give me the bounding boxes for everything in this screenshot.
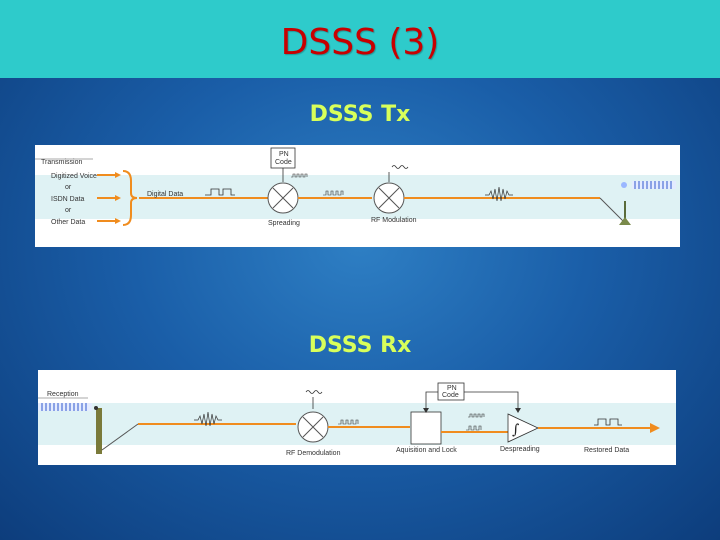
tx-rf-x [378, 187, 400, 209]
tx-radiated-signal [632, 181, 676, 189]
rx-despreading-label: Despreading [500, 446, 540, 453]
rx-spread-waveform [338, 419, 359, 425]
tx-antenna-mast [624, 201, 626, 225]
rx-antenna-feed [101, 423, 139, 451]
tx-spread-waveform [323, 190, 344, 196]
tx-data-waveform [205, 188, 235, 196]
rx-restored-data-label: Restored Data [584, 447, 629, 454]
title-bar [0, 0, 720, 78]
rx-antenna-tip [94, 406, 98, 410]
rx-lock-waveform [466, 425, 482, 431]
rx-acquisition-label: Aquisition and Lock [396, 447, 457, 454]
rx-rf-waveform [194, 411, 222, 427]
tx-input-brace [122, 170, 138, 226]
rx-heading: DSSS Rx [308, 333, 412, 358]
tx-input-or-2: or [65, 207, 72, 214]
tx-spreading-label: Spreading [268, 220, 300, 227]
tx-carrier-wave [391, 165, 409, 169]
rx-output-arrow [650, 423, 660, 433]
tx-antenna-emitter [621, 182, 627, 188]
rx-rf-x [302, 416, 324, 438]
rx-antenna-mast [96, 408, 102, 454]
rx-rf-demodulation-label: RF Demodulation [286, 450, 341, 457]
rx-pn-waveform [468, 413, 485, 418]
tx-pn-waveform [291, 173, 308, 178]
tx-rf-waveform [485, 186, 513, 202]
tx-heading: DSSS Tx [309, 102, 411, 127]
rx-band [38, 403, 676, 445]
rx-integral-symbol: ∫ [512, 422, 519, 438]
rx-pn-despreader-arrow [515, 408, 521, 413]
tx-diagram-svg: Transmission Digitized Voice or ISDN Dat… [35, 147, 680, 227]
rx-diagram-svg: Reception RF Demodulation Aquisition and… [38, 382, 676, 457]
rx-pn-feedback-arrow [423, 408, 429, 413]
tx-diagram: Transmission Digitized Voice or ISDN Dat… [35, 145, 680, 247]
rx-diagram: Reception RF Demodulation Aquisition and… [38, 370, 676, 465]
rx-pn-to-despreader [464, 391, 519, 412]
rx-section-label: Reception [47, 391, 79, 398]
tx-input-or-1: or [65, 184, 72, 191]
slide-title: DSSS (3) [280, 22, 440, 63]
rx-pn-code-box [437, 382, 465, 401]
tx-antenna-base [619, 217, 631, 225]
rx-carrier-wave [305, 390, 323, 394]
tx-rf-modulation-label: RF Modulation [371, 217, 417, 224]
tx-input-arrows [97, 172, 121, 224]
tx-digital-data-label: Digital Data [147, 191, 183, 198]
tx-input-voice: Digitized Voice [51, 173, 97, 180]
tx-input-other: Other Data [51, 219, 85, 226]
tx-section-label: Transmission [41, 159, 82, 166]
rx-incoming-stripes [41, 403, 87, 411]
tx-input-isdn: ISDN Data [51, 196, 85, 203]
rx-restored-waveform [594, 418, 622, 426]
rx-despreader-amp [507, 413, 539, 443]
rx-incoming-signal [38, 403, 92, 411]
tx-radiated-stripes [634, 181, 672, 189]
tx-antenna-feed [599, 197, 626, 224]
rx-pn-feedback [425, 391, 438, 412]
rx-acquisition-box [410, 411, 442, 445]
tx-spreading-x [272, 187, 294, 209]
